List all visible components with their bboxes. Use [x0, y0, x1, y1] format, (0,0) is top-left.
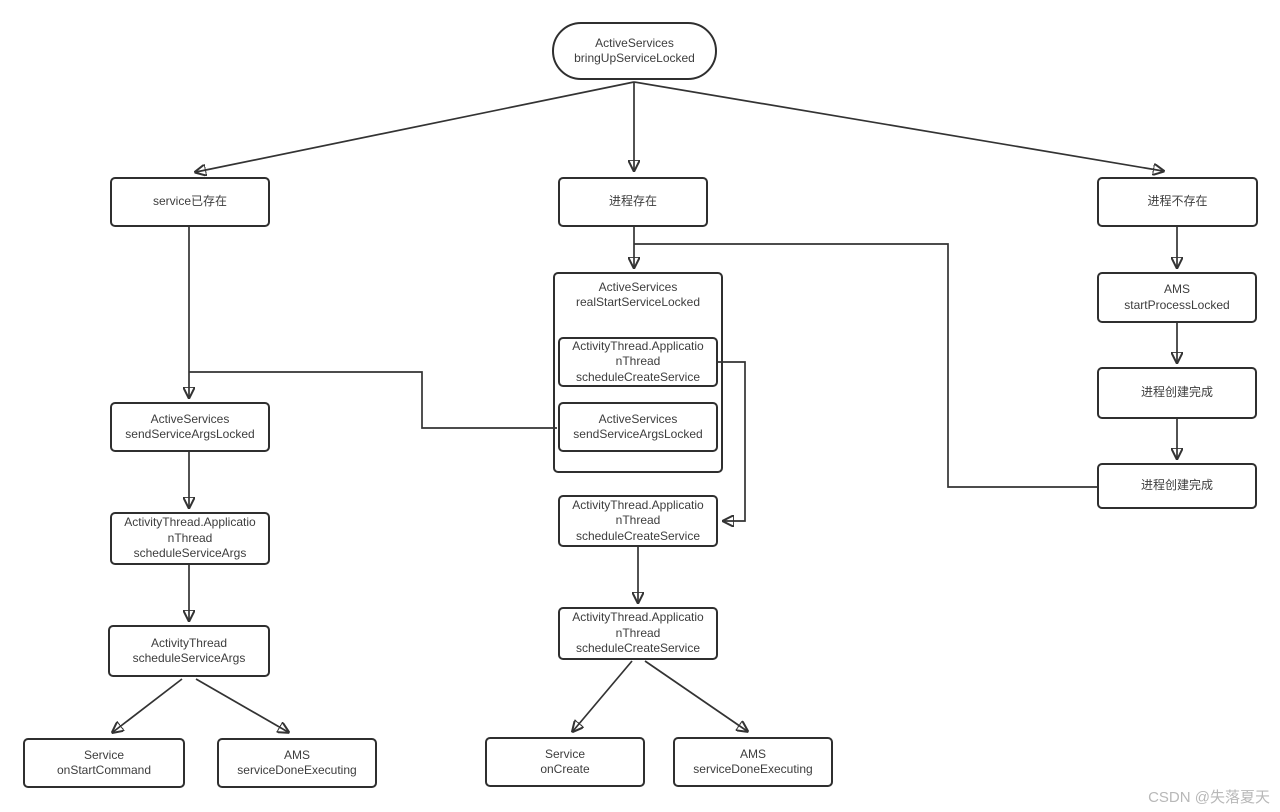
edge-to-done-executing-mid — [644, 660, 747, 731]
node-process-not-exists: 进程不存在 — [1097, 177, 1258, 227]
node-schedule-create-service-inner: ActivityThread.Applicatio nThread schedu… — [558, 337, 718, 387]
node-ams-service-done-executing-left: AMS serviceDoneExecuting — [217, 738, 377, 788]
edge-to-on-create — [573, 660, 633, 731]
node-bring-up-service-locked: ActiveServices bringUpServiceLocked — [552, 22, 717, 80]
node-application-thread-schedule-service-args: ActivityThread.Applicatio nThread schedu… — [110, 512, 270, 565]
node-process-exists: 进程存在 — [558, 177, 708, 227]
edge-to-done-executing-left — [195, 678, 288, 732]
node-activity-thread-schedule-service-args: ActivityThread scheduleServiceArgs — [108, 625, 270, 677]
node-service-on-start-command: Service onStartCommand — [23, 738, 185, 788]
node-ams-service-done-executing-mid: AMS serviceDoneExecuting — [673, 737, 833, 787]
edge-root-to-service-exists — [196, 81, 635, 172]
node-ams-start-process-locked: AMS startProcessLocked — [1097, 272, 1257, 323]
node-schedule-create-service-2: ActivityThread.Applicatio nThread schedu… — [558, 607, 718, 660]
node-service-on-create: Service onCreate — [485, 737, 645, 787]
node-send-service-args-locked-inner: ActiveServices sendServiceArgsLocked — [558, 402, 718, 452]
node-schedule-create-service-1: ActivityThread.Applicatio nThread schedu… — [558, 495, 718, 547]
edge-to-on-start-command — [113, 678, 183, 732]
edge-root-to-process-not-exists — [633, 81, 1163, 171]
node-process-created-2: 进程创建完成 — [1097, 463, 1257, 509]
node-send-service-args-locked-left: ActiveServices sendServiceArgsLocked — [110, 402, 270, 452]
node-process-created-1: 进程创建完成 — [1097, 367, 1257, 419]
node-service-exists: service已存在 — [110, 177, 270, 227]
csdn-watermark: CSDN @失落夏天 — [1148, 789, 1270, 806]
